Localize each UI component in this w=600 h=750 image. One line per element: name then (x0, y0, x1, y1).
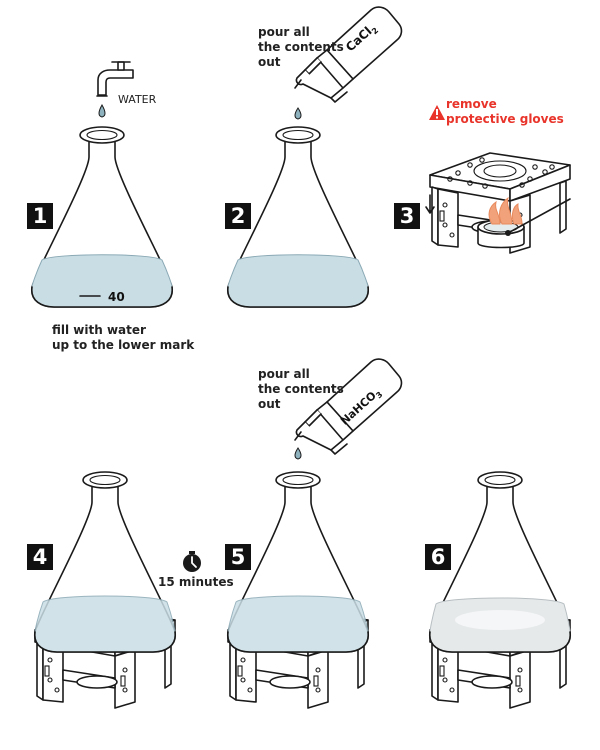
step-1-number: 1 (27, 203, 53, 229)
step-2-pour-line1: pour all (258, 25, 310, 39)
step-3-warning-line2: protective gloves (446, 112, 564, 126)
step-3-number: 3 (394, 203, 420, 229)
step-1-mark-value: 40 (108, 290, 125, 304)
step-3-stove-icon (429, 152, 571, 254)
step-3-warning-text: remove protective gloves (446, 97, 564, 127)
step-1-tap-icon (96, 61, 134, 118)
step-5-pour-line1: pour all (258, 367, 310, 381)
step-3-flame-icon (488, 196, 523, 225)
step-5-pour-line3: out (258, 397, 281, 411)
step-1-caption-line2: up to the lower mark (52, 338, 195, 352)
step-5-number: 5 (225, 544, 251, 570)
step-2-drop-icon (294, 107, 302, 120)
step-5-drop-icon (294, 447, 302, 460)
step-1-tap-label: WATER (118, 93, 157, 106)
step-1-caption: fill with water up to the lower mark (52, 323, 194, 353)
step-5-pour-line2: the contents (258, 382, 344, 396)
step-6-number: 6 (425, 544, 451, 570)
step-4-number: 4 (27, 544, 53, 570)
step-1-flask-icon (30, 126, 174, 308)
timer-label: 15 minutes (158, 575, 234, 589)
step-2-number: 2 (225, 203, 251, 229)
step-5-flask-icon (226, 471, 370, 653)
step-3-arrow-icon (425, 194, 435, 214)
step-6-flask-icon (428, 471, 572, 653)
step-2-flask-icon (226, 126, 370, 308)
step-4-flask-icon (33, 471, 177, 653)
step-5-pour-text: pour all the contents out (258, 367, 344, 412)
timer-icon (183, 551, 201, 572)
step-1-caption-line1: fill with water (52, 323, 146, 337)
step-2-pour-line3: out (258, 55, 281, 69)
step-2-pour-line2: the contents (258, 40, 344, 54)
step-3-warning-icon (429, 105, 445, 120)
step-2-pour-text: pour all the contents out (258, 25, 344, 70)
step-3-warning-line1: remove (446, 97, 497, 111)
